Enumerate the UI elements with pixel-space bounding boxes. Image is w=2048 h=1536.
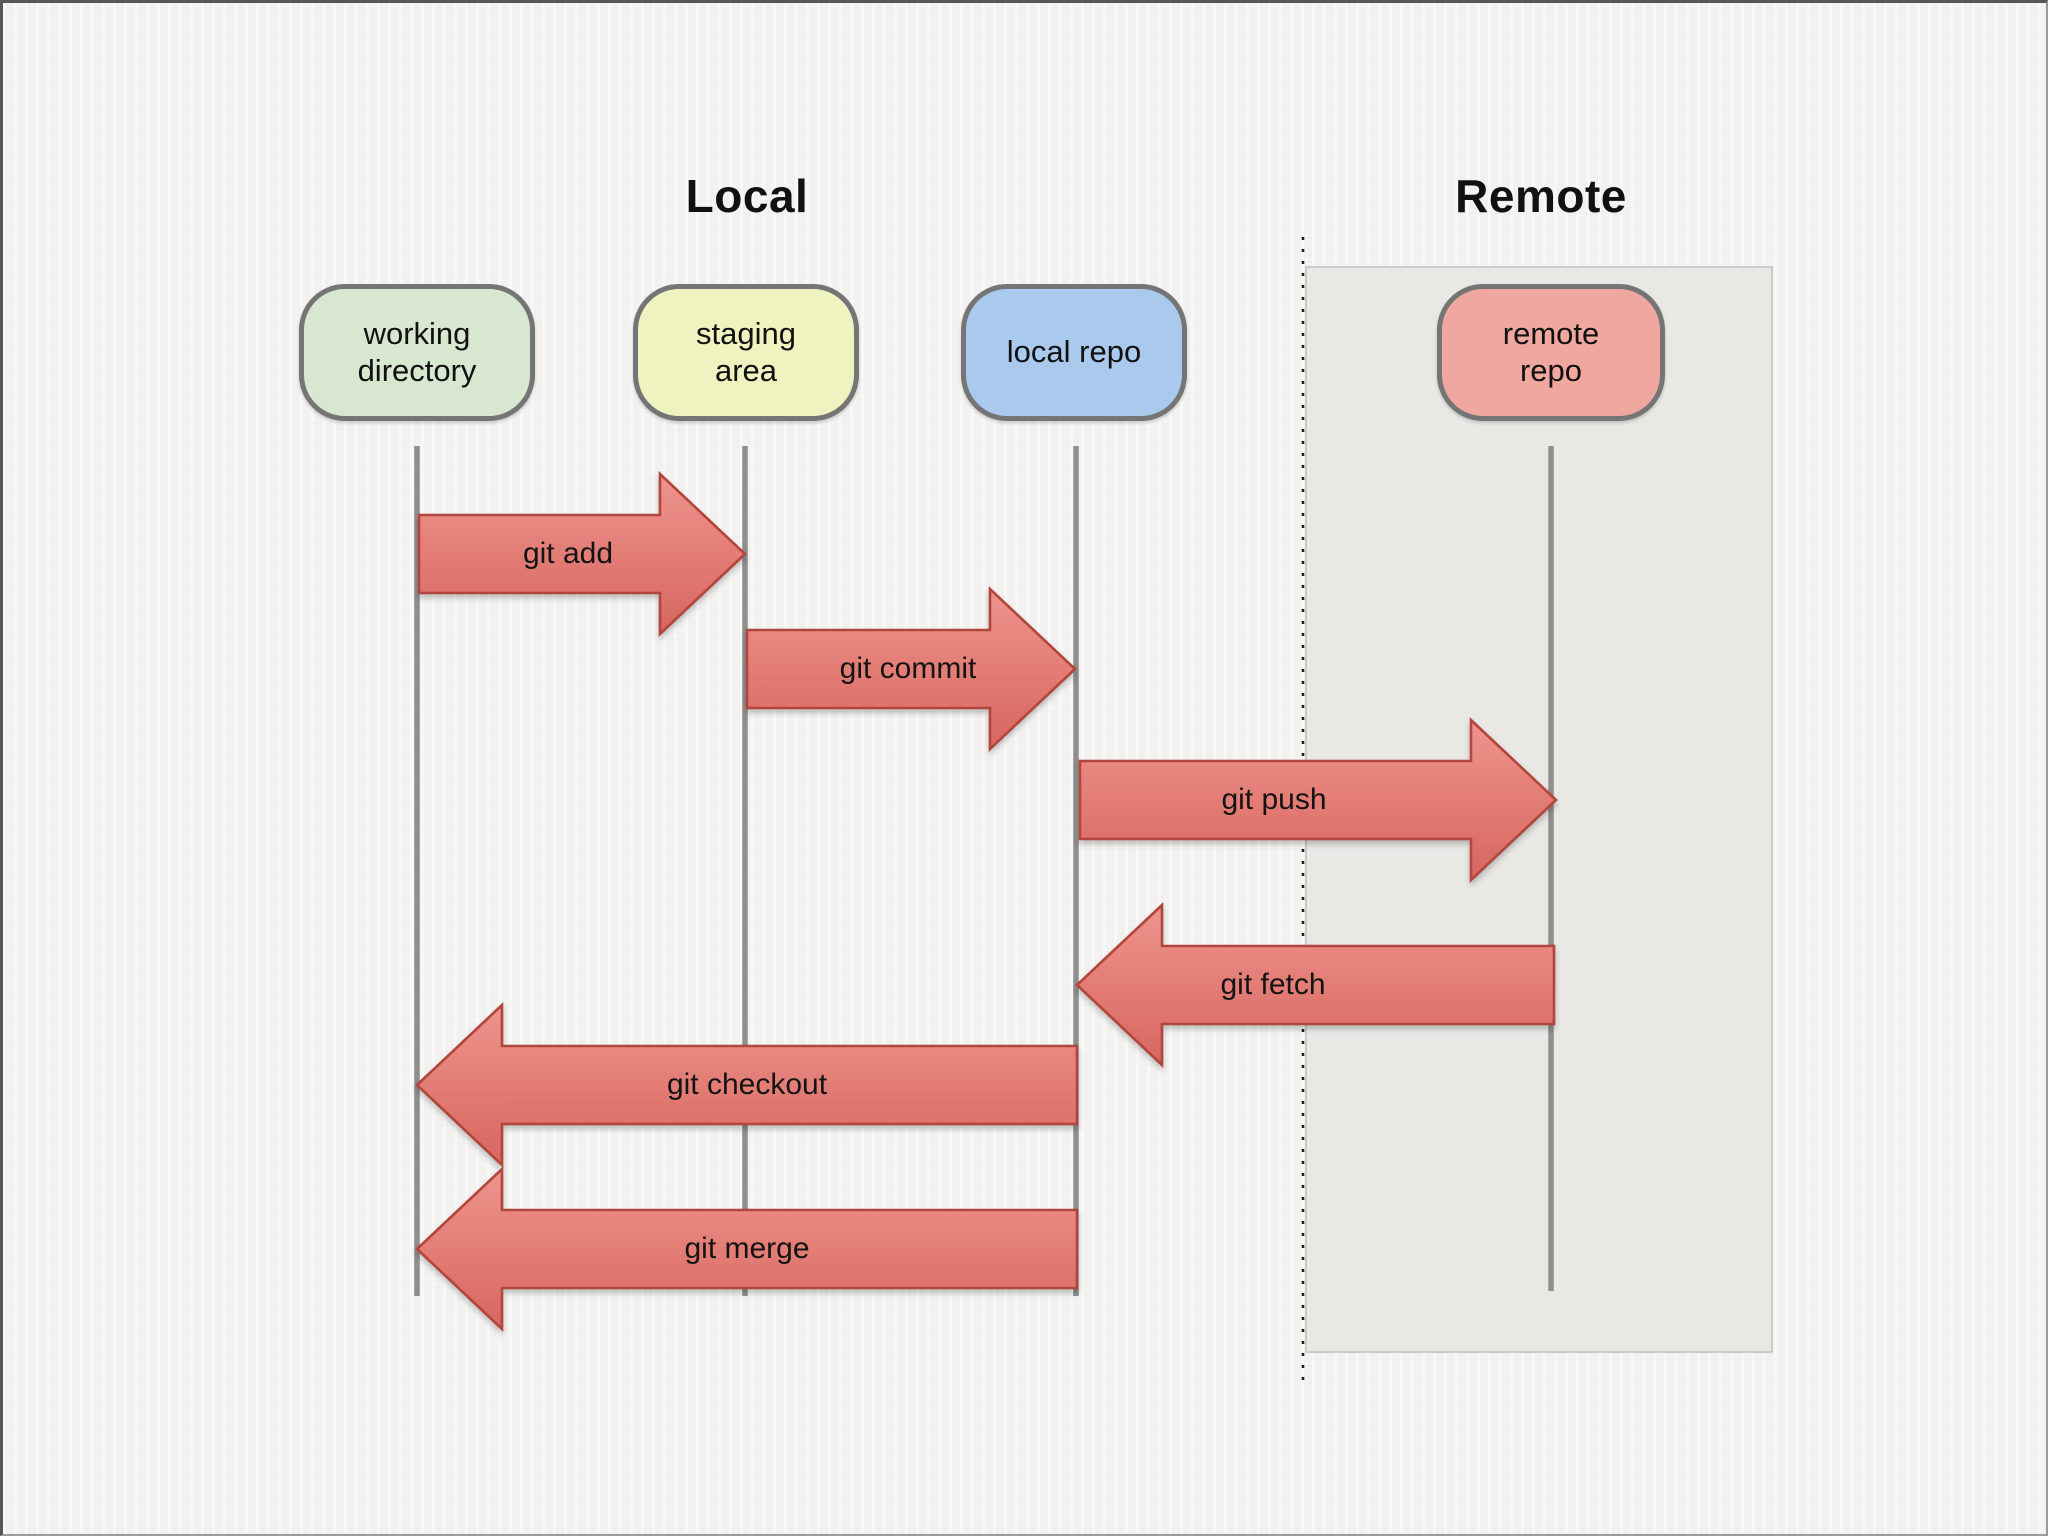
node-staging-area: staging area	[633, 284, 859, 421]
arrow-git-add	[417, 470, 747, 638]
section-title-remote: Remote	[1381, 169, 1701, 223]
node-remote-repo: remote repo	[1437, 284, 1665, 421]
local-title-text: Local	[685, 170, 809, 222]
arrow-git-checkout	[415, 1001, 1079, 1169]
arrow-git-fetch	[1075, 901, 1556, 1069]
git-commit-label: git commit	[839, 652, 977, 685]
node-working-directory: working directory	[299, 284, 535, 421]
git-push-label: git push	[1221, 783, 1327, 816]
arrow-git-commit	[745, 585, 1077, 753]
git-merge-label: git merge	[684, 1232, 810, 1265]
section-title-local: Local	[587, 169, 907, 223]
staging-area-label: staging area	[696, 315, 796, 388]
remote-repo-label: remote repo	[1502, 315, 1600, 388]
arrow-git-merge	[415, 1165, 1079, 1333]
diagram-overlay	[414, 237, 1558, 1389]
local-repo-label: local repo	[1006, 334, 1142, 370]
remote-title-text: Remote	[1455, 170, 1627, 222]
working-directory-label: working directory	[357, 315, 477, 388]
git-add-label: git add	[522, 537, 614, 570]
git-fetch-label: git fetch	[1220, 968, 1326, 1001]
node-local-repo: local repo	[961, 284, 1187, 421]
arrow-git-push	[1078, 716, 1558, 884]
git-checkout-label: git checkout	[666, 1068, 828, 1101]
